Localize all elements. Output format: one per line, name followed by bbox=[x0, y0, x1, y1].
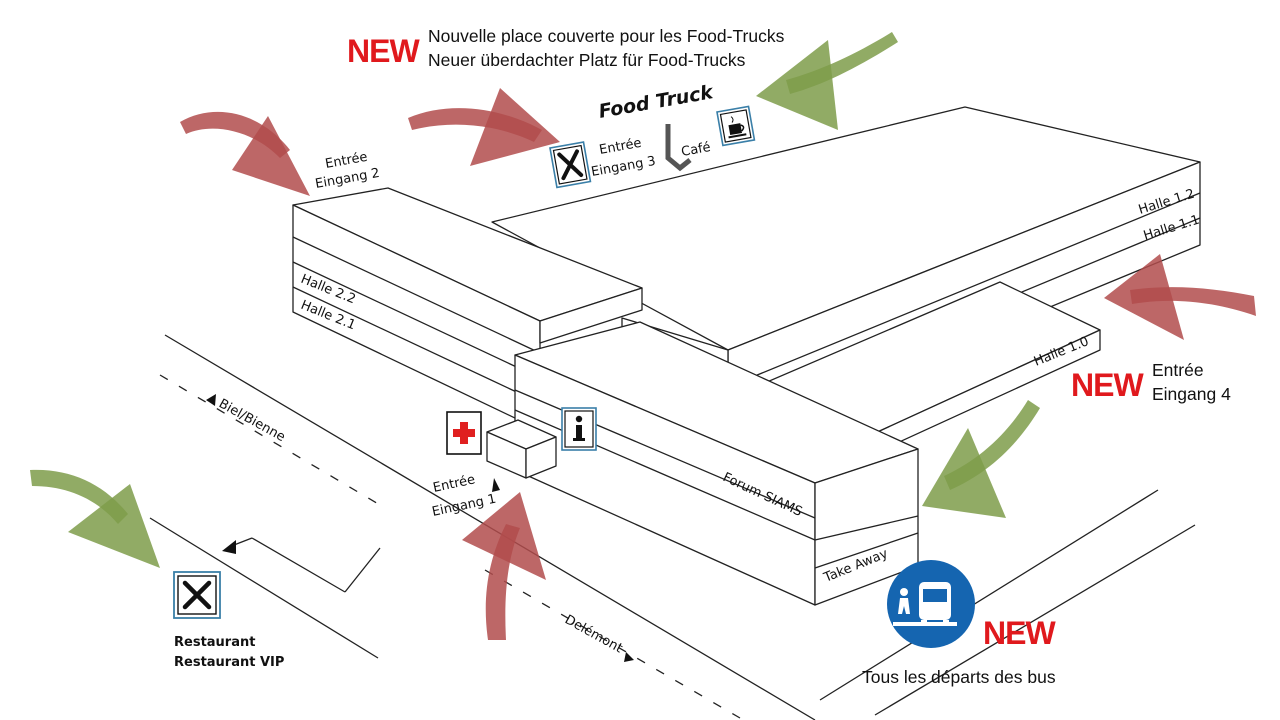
road-biel-direction-arrow bbox=[206, 394, 216, 406]
road-delemont-label: Delémont bbox=[562, 612, 625, 656]
food-truck-label: Food Truck bbox=[597, 81, 716, 123]
info-icon bbox=[561, 407, 597, 451]
bus-departures-label: Tous les départs des bus bbox=[862, 667, 1056, 687]
food-truck-pointer-arrow bbox=[665, 124, 692, 172]
entrance-1-marker bbox=[492, 478, 500, 492]
coffee-cup-icon bbox=[716, 105, 756, 147]
entrance-3-label-fr: Entrée bbox=[598, 136, 643, 158]
bus-new-badge: NEW bbox=[983, 615, 1056, 651]
entrance-4-new-badge: NEW bbox=[1071, 367, 1144, 403]
green-arrow-food-truck bbox=[756, 32, 898, 130]
entrance-4-label-de: Eingang 4 bbox=[1152, 384, 1231, 404]
food-truck-new-badge: NEW bbox=[347, 33, 420, 69]
building-halle-2 bbox=[292, 187, 643, 431]
red-arrow-entrance-2 bbox=[180, 111, 310, 196]
bus-stop-icon bbox=[887, 560, 975, 648]
restaurant-label: Restaurant bbox=[174, 635, 255, 650]
entrance-2-label-de: Eingang 2 bbox=[314, 166, 381, 192]
green-arrow-restaurant bbox=[30, 469, 160, 568]
cutlery-icon bbox=[173, 571, 221, 619]
entrance-4-label-fr: Entrée bbox=[1152, 360, 1204, 380]
road-direction-arrow bbox=[222, 540, 236, 554]
red-arrow-entrance-4 bbox=[1104, 254, 1256, 340]
cafe-label: Café bbox=[680, 140, 712, 160]
food-truck-notice-de: Neuer überdachter Platz für Food-Trucks bbox=[428, 50, 746, 70]
first-aid-cross-icon bbox=[446, 411, 482, 455]
cutlery-icon bbox=[549, 141, 592, 189]
entrance-2-label-fr: Entrée bbox=[324, 150, 369, 172]
road-biel-label: Biel/Bienne bbox=[216, 396, 288, 445]
red-arrow-entrance-1 bbox=[462, 492, 546, 640]
entrance-1-label-de: Eingang 1 bbox=[431, 492, 498, 520]
restaurant-vip-label: Restaurant VIP bbox=[174, 655, 284, 670]
food-truck-notice-fr: Nouvelle place couverte pour les Food-Tr… bbox=[428, 26, 785, 46]
road-delemont-direction-arrow bbox=[624, 652, 634, 662]
entrance-1-label-fr: Entrée bbox=[432, 472, 477, 496]
green-arrow-take-away bbox=[922, 400, 1040, 518]
entrance-1-kiosk bbox=[486, 419, 557, 479]
red-arrow-entrance-3 bbox=[408, 88, 560, 166]
